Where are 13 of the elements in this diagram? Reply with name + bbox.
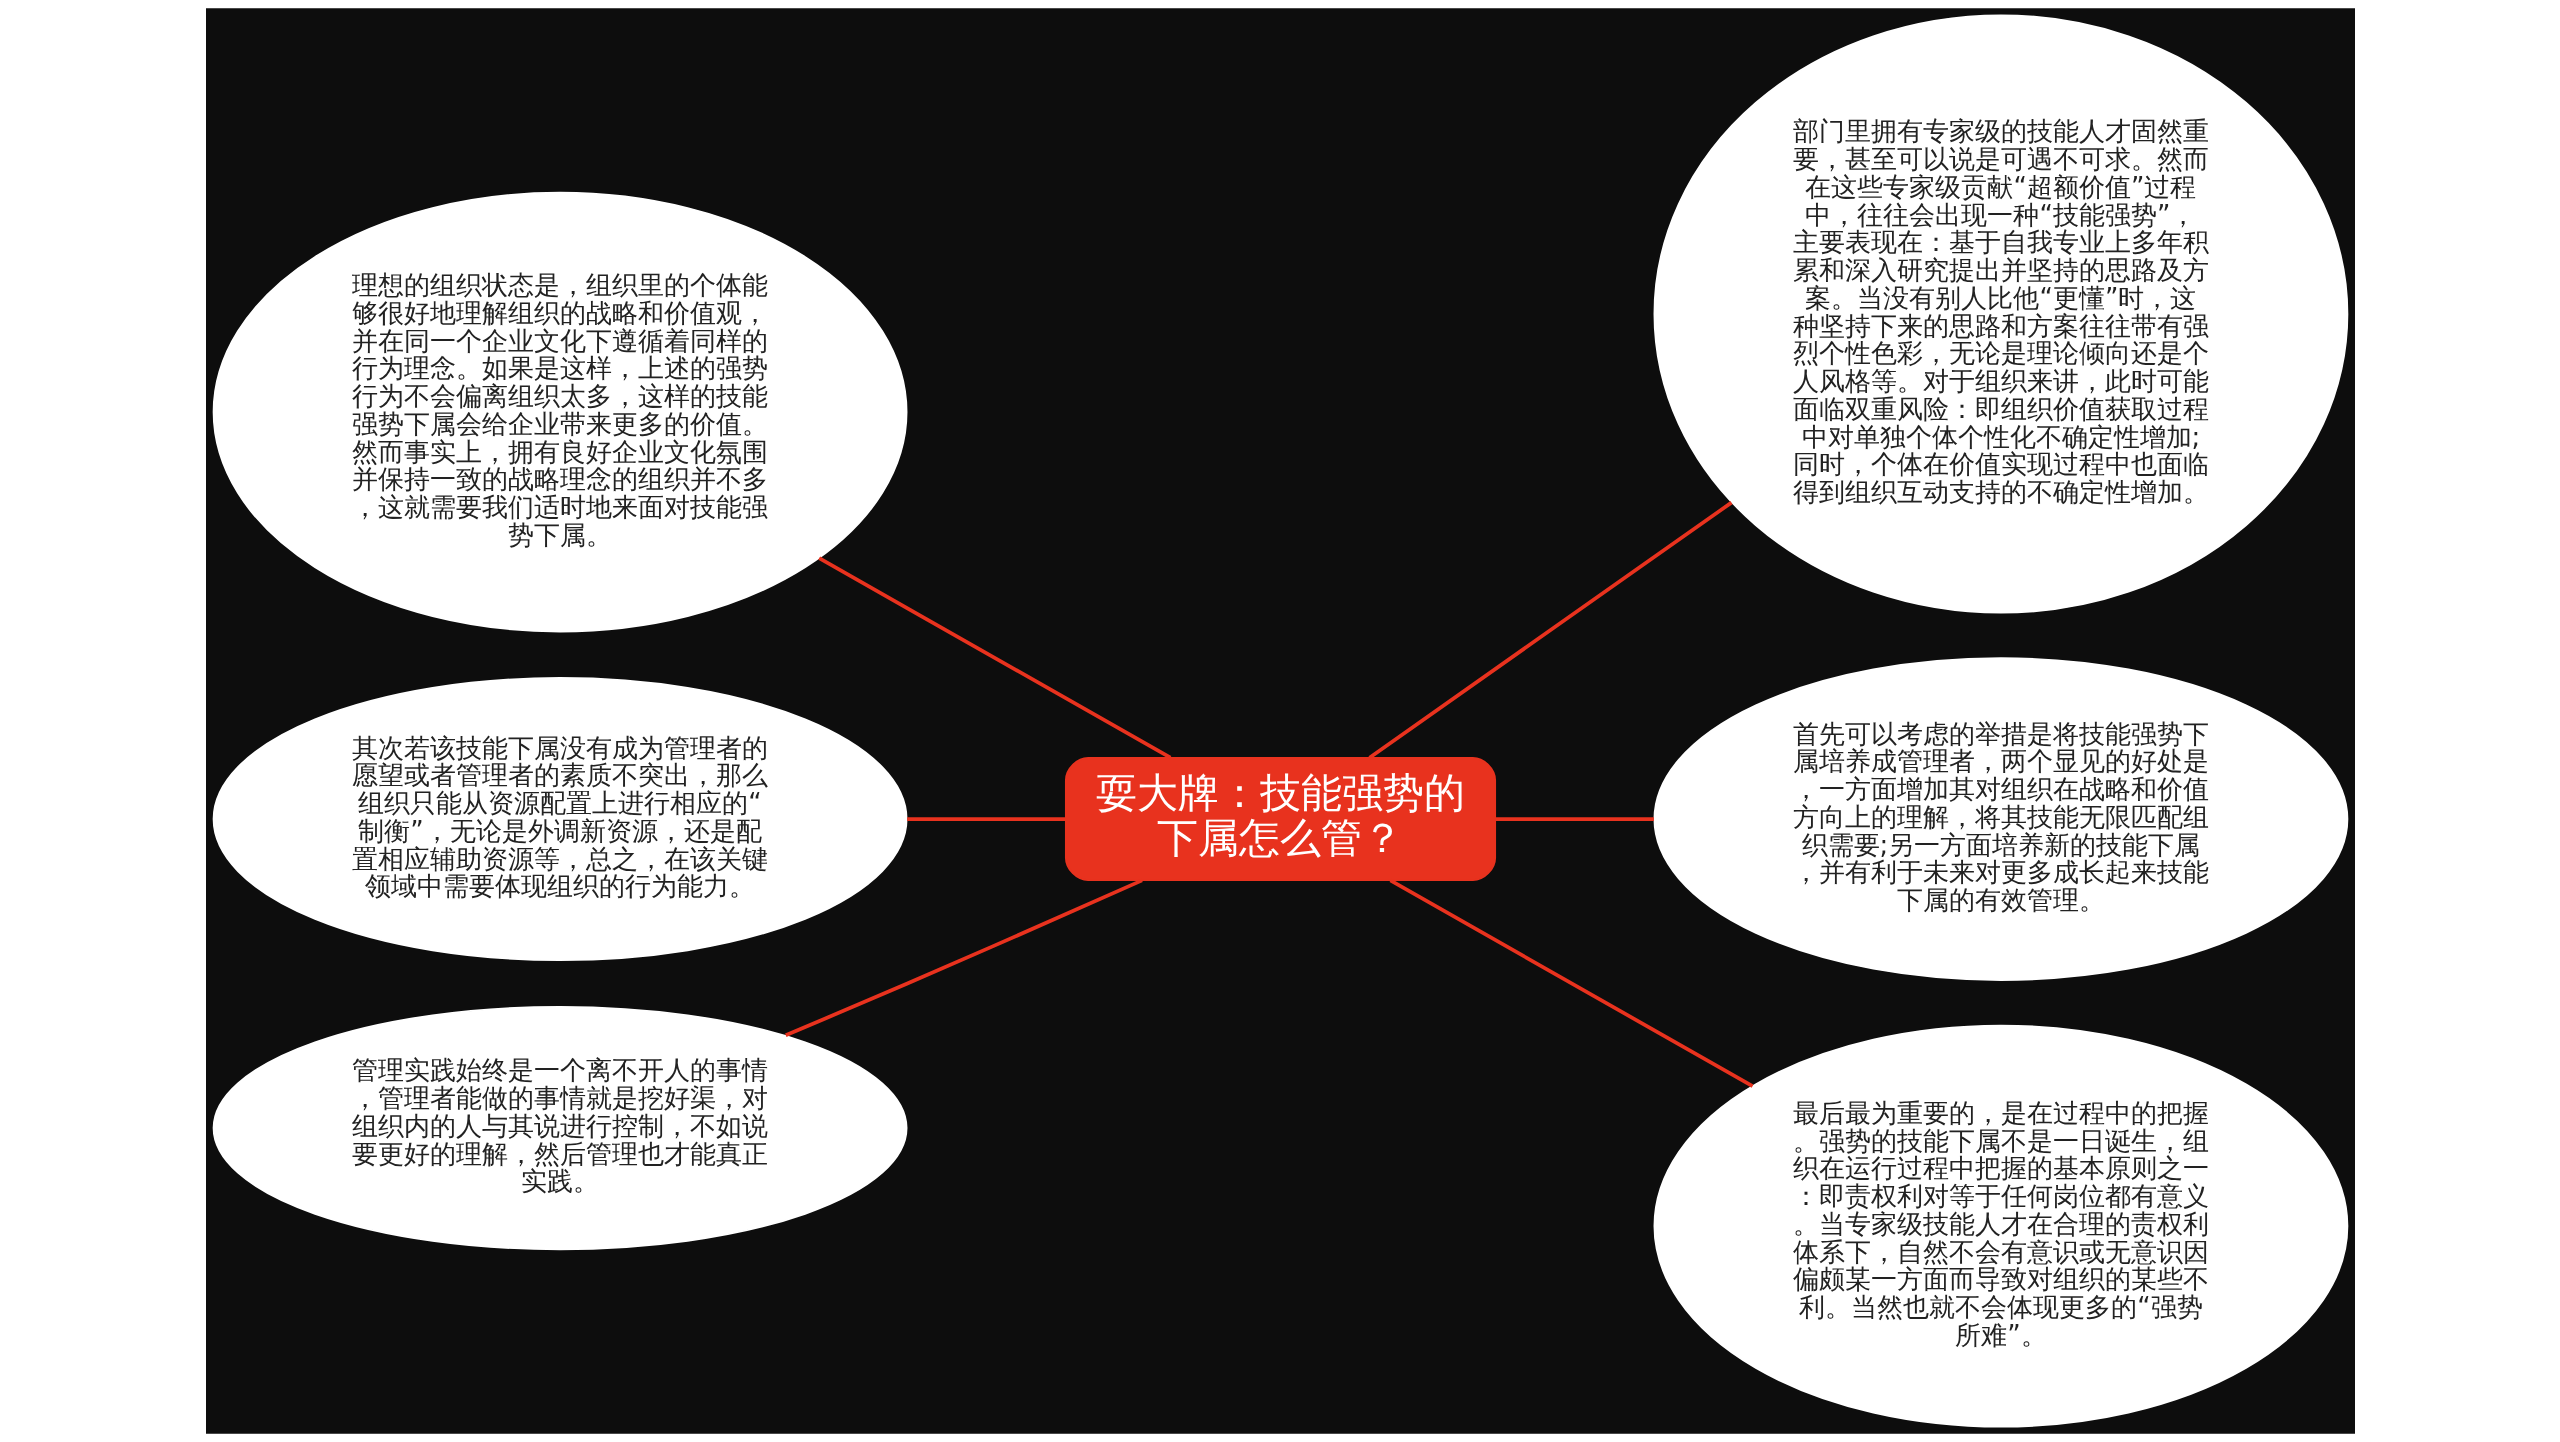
connector: [906, 817, 1066, 821]
connector: [1367, 501, 1732, 760]
node-ellipse: 最后最为重要的，是在过程中的把握。强势的技能下属不是一日诞生，组织在运行过程中把握的基本原则之一：即责权利对等于任何岗位都有意义。当专家级技能人才在合理的责权利体系下，自然不会有意识或无意识因偏颇某一方面而导致对组织的某些不利。当然也就不会体现更多的“强势所难”。: [1653, 1024, 2348, 1428]
connector: [817, 556, 1171, 760]
node-ellipse: 首先可以考虑的举措是将技能强势下属培养成管理者，两个显见的好处是，一方面增加其对组织在战略和价值方向上的理解，将其技能无限匹配组织需要;另一方面培养新的技能下属，并有利于未来对更多成长起来技能下属的有效管理。: [1653, 657, 2348, 981]
node-ellipse: 管理实践始终是一个离不开人的事情，管理者能做的事情就是挖好渠，对组织内的人与其说进行控制，不如说要更好的理解，然后管理也才能真正实践。: [212, 1005, 907, 1251]
node-ellipse: 部门里拥有专家级的技能人才固然重要，甚至可以说是可遇不可求。然而在这些专家级贡献“超额价值”过程中，往往会出现一种“技能强势”，主要表现在：基于自我专业上多年积累和深入研究提出并坚持的思路及方案。当没有别人比他“更懂”时，这种坚持下来的思路和方案往往带有强烈个性色彩，无论是理论倾向还是个人风格等。对于组织来讲，此时可能面临双重风险：即组织价值获取过程中对单独个体个性化不确定性增加;同时，个体在价值实现过程中也面临得到组织互动支持的不确定性增加。: [1653, 14, 2348, 614]
node-ellipse: 其次若该技能下属没有成为管理者的愿望或者管理者的素质不突出，那么组织只能从资源配置上进行相应的“制衡”，无论是外调新资源，还是配置相应辅助资源等，总之，在该关键领域中需要体现组织的行为能力。: [212, 677, 907, 962]
connector: [1494, 817, 1654, 821]
node-ellipse: 理想的组织状态是，组织里的个体能够很好地理解组织的战略和价值观，并在同一个企业文化下遵循着同样的行为理念。如果是这样，上述的强势行为不会偏离组织太多，这样的技能强势下属会给企业带来更多的价值。然而事实上，拥有良好企业文化氛围并保持一致的战略理念的组织并不多，这就需要我们适时地来面对技能强势下属。: [212, 191, 907, 633]
node-box: 耍大牌：技能强势的下属怎么管？: [1064, 757, 1496, 882]
connector: [784, 878, 1143, 1037]
connector: [1389, 878, 1753, 1088]
